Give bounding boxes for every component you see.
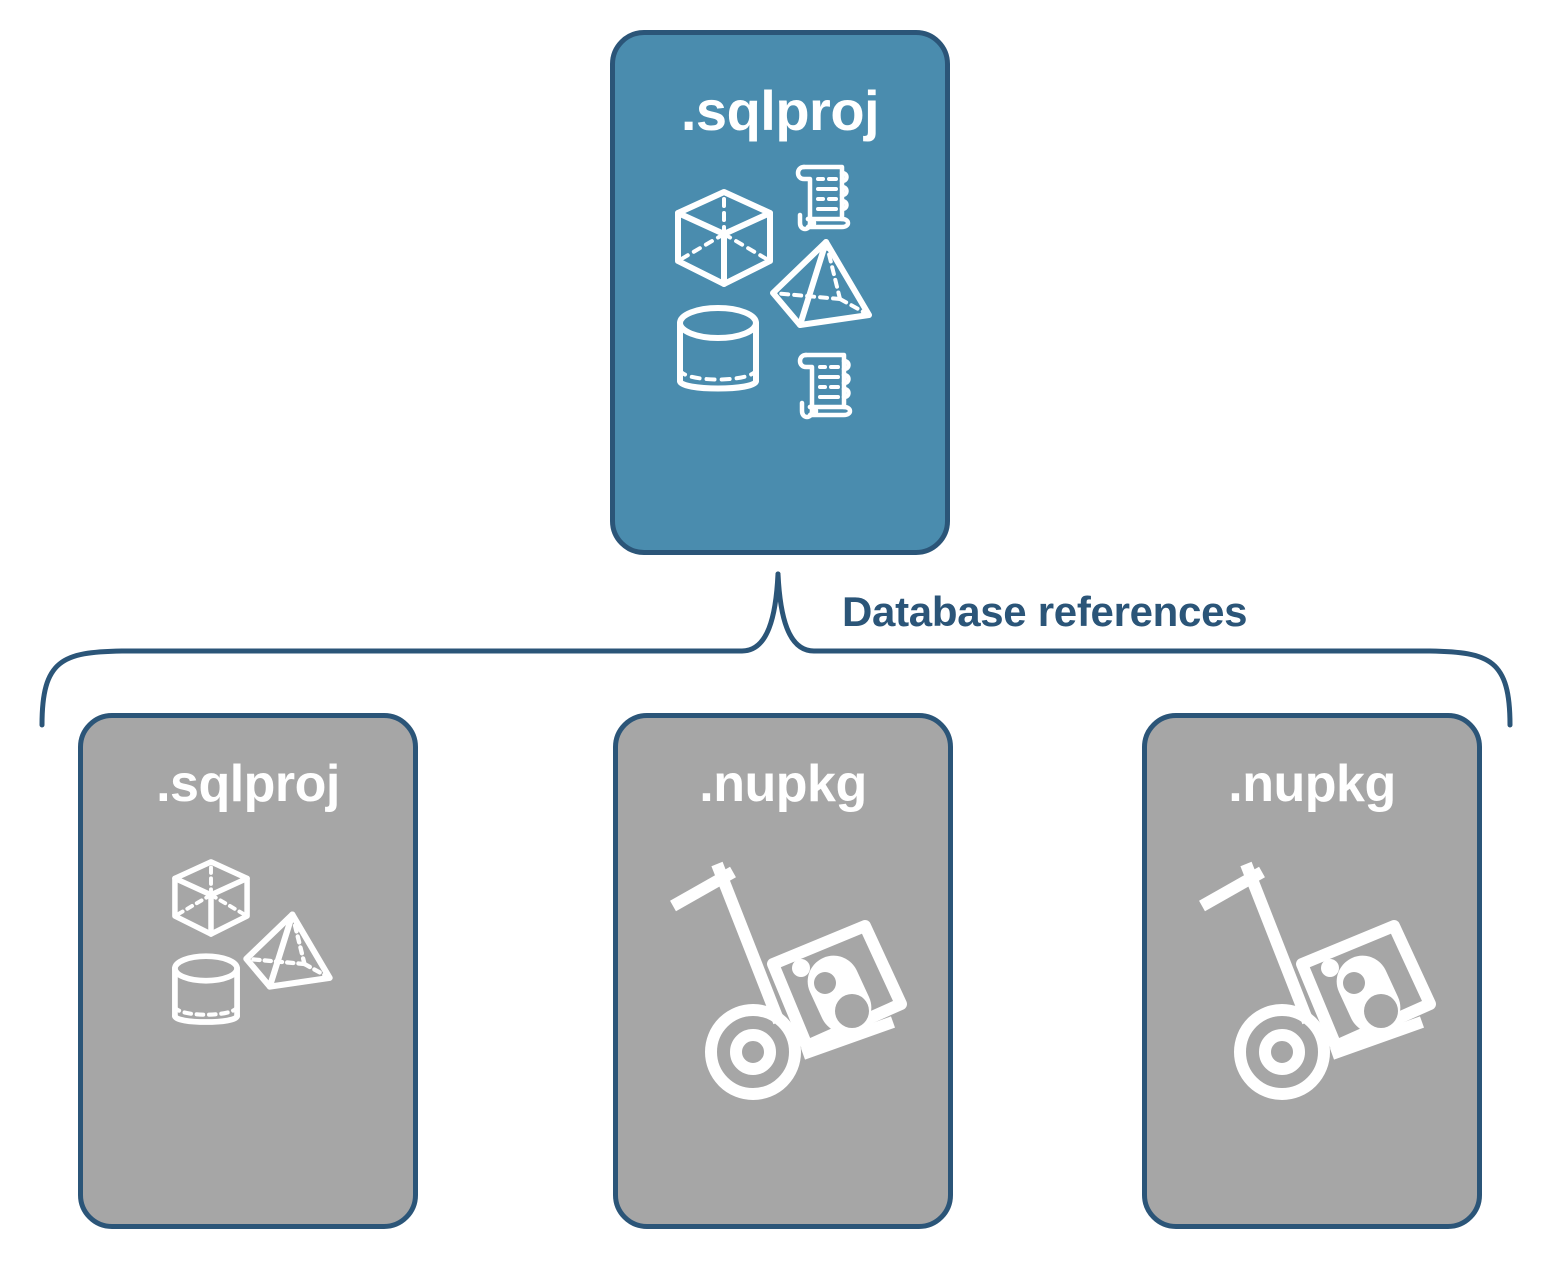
script-scroll-icon (795, 164, 851, 232)
pyramid-icon (770, 239, 872, 328)
nuget-package-dolly-icon (670, 861, 907, 1100)
ref-sqlproj-icon-cluster (98, 824, 398, 1124)
node-ref-nupkg-1[interactable]: .nupkg (613, 713, 953, 1229)
cylinder-icon (172, 953, 240, 1025)
pyramid-icon (243, 911, 333, 990)
ref-nupkg-2-icon-cluster (1162, 824, 1462, 1124)
node-root-sqlproj[interactable]: .sqlproj (610, 30, 950, 555)
brace-caption-label: Database references (842, 588, 1248, 635)
node-root-sqlproj-label: .sqlproj (680, 79, 880, 142)
script-scroll-icon (797, 352, 853, 420)
cube-icon (172, 859, 250, 937)
node-ref-nupkg-2-label: .nupkg (1228, 755, 1396, 813)
node-ref-nupkg-1-label: .nupkg (699, 755, 867, 813)
node-ref-nupkg-2[interactable]: .nupkg (1142, 713, 1482, 1229)
nuget-package-dolly-icon (1199, 861, 1436, 1100)
cube-icon (675, 189, 773, 287)
node-ref-sqlproj[interactable]: .sqlproj (78, 713, 418, 1229)
node-ref-sqlproj-label: .sqlproj (156, 755, 340, 813)
cylinder-icon (677, 305, 759, 392)
ref-nupkg-1-icon-cluster (633, 824, 933, 1124)
root-icon-cluster (660, 155, 900, 420)
